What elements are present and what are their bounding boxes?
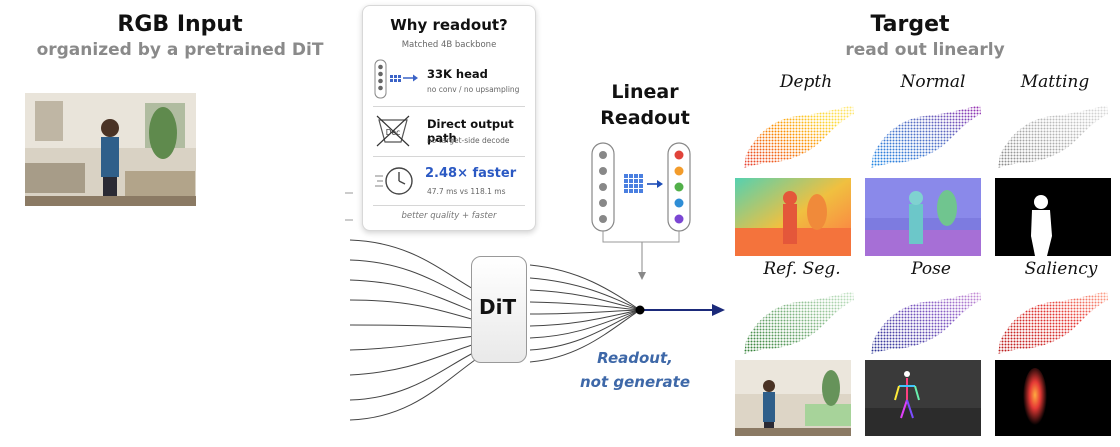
why-row-2-main: Direct output path (427, 117, 514, 145)
matting-output-image (995, 178, 1111, 256)
normal-output-image (865, 178, 981, 256)
task-label-saliency: Saliency (1024, 259, 1098, 279)
task-label-ref-seg: Ref. Seg. (763, 259, 841, 279)
pose-manifold (871, 291, 981, 354)
depth-output-image (735, 178, 851, 256)
linear-readout-title-line2: Readout (600, 107, 690, 129)
why-readout-footer: better quality + faster (401, 211, 497, 221)
pose-output-image (865, 360, 981, 436)
decoder-icon-label: Dec (386, 128, 401, 137)
why-divider-2 (373, 156, 525, 157)
why-divider-1 (373, 106, 525, 107)
why-row-3-sub: 47.7 ms vs 118.1 ms (427, 187, 506, 196)
why-row-2-sub: no target-side decode (427, 136, 510, 145)
linear-readout-title-line1: Linear (611, 81, 679, 103)
decoder-crossed-icon: Dec (376, 115, 410, 147)
why-row-1-sub: no conv / no upsampling (427, 85, 520, 94)
linear-readout-icon (591, 142, 691, 243)
ref-seg-output-image (735, 360, 851, 436)
task-label-pose: Pose (911, 259, 951, 279)
clock-icon (375, 167, 413, 195)
dit-block (471, 256, 527, 363)
dit-flow-lines (349, 239, 725, 421)
readout-caption-line1: Readout, (597, 349, 673, 367)
matting-manifold (998, 105, 1108, 168)
task-label-normal: Normal (900, 72, 966, 92)
why-divider-3 (373, 205, 525, 206)
target-title: Target (870, 12, 950, 37)
input-feature-manifold (28, 192, 353, 405)
linear-head-icon (374, 59, 418, 99)
rgb-input-title: RGB Input (117, 12, 243, 37)
depth-manifold (744, 105, 854, 168)
readout-caption-line2: not generate (579, 373, 690, 391)
why-readout-panel: Why readout? Matched 4B backbone 33K hea… (362, 5, 536, 231)
input-photo (25, 93, 196, 206)
task-label-depth: Depth (779, 72, 833, 92)
rgb-input-subtitle: organized by a pretrained DiT (36, 40, 324, 60)
task-label-matting: Matting (1020, 72, 1090, 92)
dit-label: DiT (479, 295, 517, 319)
ref-seg-manifold (744, 291, 854, 354)
why-row-3-main: 2.48× faster (425, 166, 517, 181)
saliency-output-image (995, 360, 1111, 436)
why-readout-subtitle: Matched 4B backbone (401, 40, 497, 50)
normal-manifold (871, 105, 981, 168)
saliency-manifold (998, 291, 1108, 354)
target-subtitle: read out linearly (845, 40, 1005, 60)
why-readout-title: Why readout? (390, 16, 508, 34)
why-row-1-main: 33K head (427, 67, 488, 81)
